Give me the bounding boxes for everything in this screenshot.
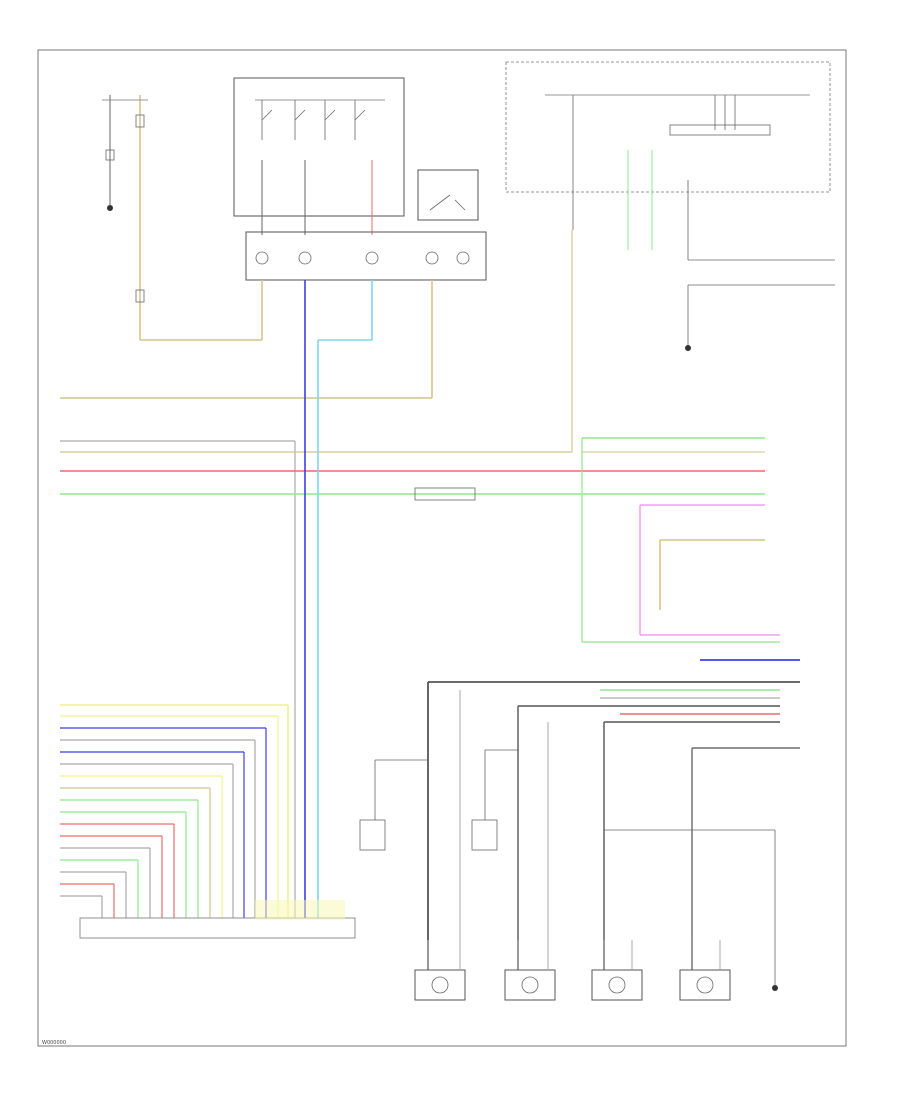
motor-icon [679,969,731,1001]
diagram-frame [37,49,847,1047]
top-left-ground-section [102,95,262,341]
horizontal-bus [60,230,780,920]
footer-code: W000000 [42,1040,66,1046]
cruise-control-switch-block [233,77,487,398]
ground-symbol-icon [685,345,691,351]
motor-icon [591,969,643,1001]
motor-icon [414,969,466,1001]
brake-switch-icon [429,194,466,211]
motor-icon [504,969,556,1001]
bottom-motor-row [414,940,731,1001]
top-right-module [505,61,835,351]
control-unit-connector [79,917,356,939]
cruise-switch-icon [261,100,366,140]
ground-symbol-icon [772,985,778,991]
ground-symbol-icon [107,205,113,211]
right-module-connector [359,659,800,991]
lower-left-connector-fan [60,704,356,939]
vertical-signal-wires [304,280,373,920]
